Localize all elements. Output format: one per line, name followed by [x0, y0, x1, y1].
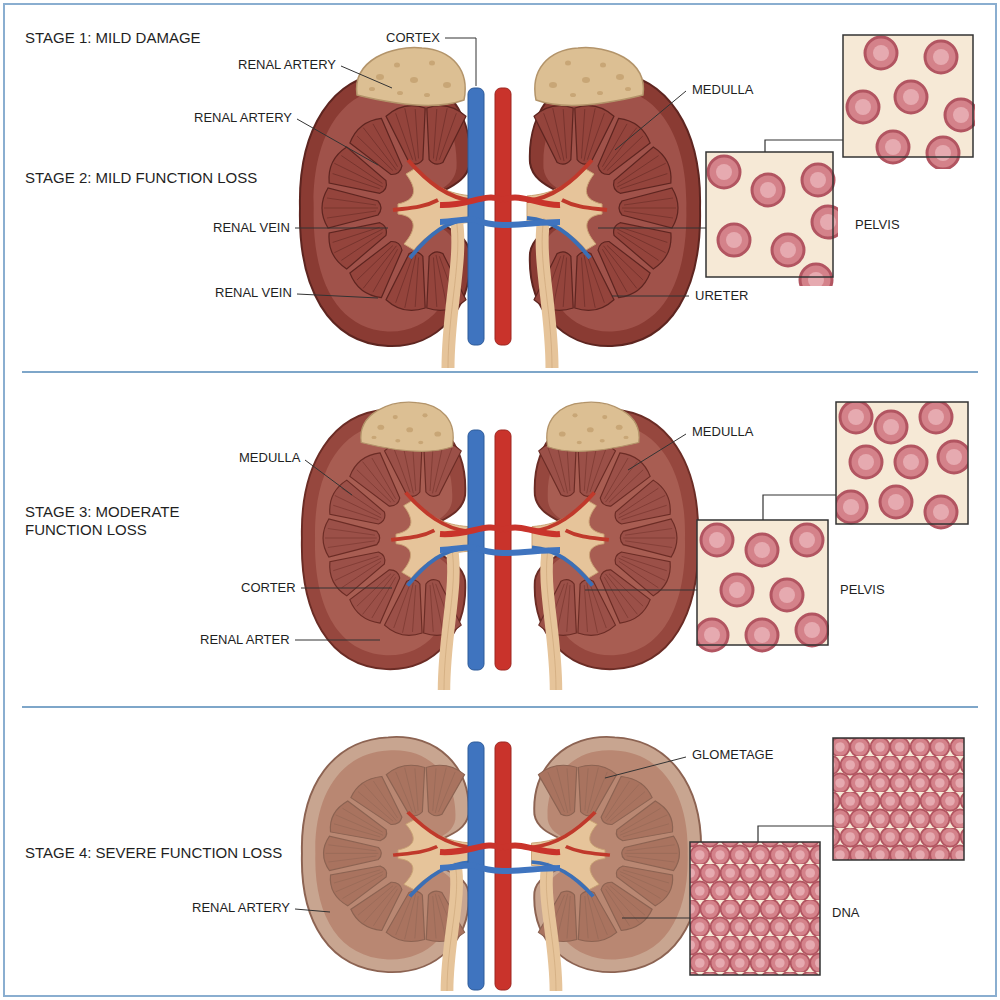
- part-label: MEDULLA: [692, 424, 753, 440]
- renal-vein: [440, 219, 560, 225]
- part-label: RENAL VEIN: [215, 285, 292, 301]
- stage-heading: STAGE 1: MILD DAMAGE: [25, 29, 201, 47]
- part-label: MEDULLA: [692, 82, 753, 98]
- kidney-pair: [302, 737, 701, 991]
- part-label: RENAL VEIN: [213, 220, 290, 236]
- adrenal-gland: [357, 48, 466, 106]
- kidney: [302, 737, 472, 991]
- micrograph-inset: [622, 738, 964, 975]
- vena-cava: [468, 88, 484, 345]
- renal-artery: [440, 528, 560, 535]
- frame-border: [4, 4, 996, 996]
- stage-heading: STAGE 2: MILD FUNCTION LOSS: [25, 169, 257, 187]
- aorta: [495, 742, 511, 990]
- part-label: MEDULLA: [239, 450, 300, 466]
- part-label: CORTEX: [386, 30, 440, 46]
- adrenal-gland: [547, 402, 639, 451]
- part-label: DNA: [832, 905, 859, 921]
- part-label: RENAL ARTERY: [238, 57, 336, 73]
- part-label: RENAL ARTER: [200, 632, 290, 648]
- panel-divider: [22, 371, 978, 373]
- adrenal-gland: [361, 402, 453, 451]
- leader-line: [295, 38, 689, 912]
- part-label: URETER: [695, 288, 748, 304]
- stage-heading: STAGE 4: SEVERE FUNCTION LOSS: [25, 844, 282, 862]
- kidney-pair: [300, 48, 700, 368]
- renal-artery: [440, 198, 560, 206]
- renal-vein: [440, 865, 560, 871]
- renal-vein: [440, 547, 560, 553]
- part-label: PELVIS: [855, 217, 900, 233]
- aorta: [495, 88, 511, 345]
- micrograph-inset: [585, 401, 970, 651]
- renal-artery: [440, 846, 560, 853]
- part-label: RENAL ARTERY: [192, 900, 290, 916]
- part-label: RENAL ARTERY: [194, 110, 292, 126]
- micrograph-inset: [598, 35, 977, 296]
- kidney-pair: [302, 402, 698, 690]
- adrenal-gland: [535, 48, 644, 106]
- stage-heading: STAGE 3: MODERATE FUNCTION LOSS: [25, 503, 200, 539]
- part-label: GLOMETAGE: [692, 747, 773, 763]
- part-label: PELVIS: [840, 582, 885, 598]
- panel-divider: [22, 706, 978, 708]
- part-label: CORTER: [241, 580, 296, 596]
